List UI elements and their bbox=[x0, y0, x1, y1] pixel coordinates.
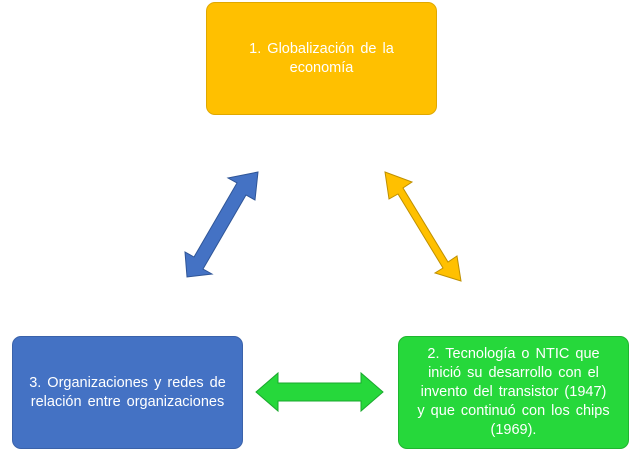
box-organizaciones-label: 3. Organizaciones y redes de relación en… bbox=[29, 374, 226, 410]
box-tecnologia-ntic: 2. Tecnología o NTIC que inició su desar… bbox=[398, 336, 629, 449]
arrow-globalizacion-tecnologia bbox=[384, 171, 462, 282]
box-globalizacion-label: 1. Globalización de la economía bbox=[249, 40, 394, 76]
box-organizaciones-redes: 3. Organizaciones y redes de relación en… bbox=[12, 336, 243, 449]
box-globalizacion-economia: 1. Globalización de la economía bbox=[206, 2, 437, 115]
arrow-tecnologia-organizaciones bbox=[255, 371, 384, 413]
arrow-globalizacion-organizaciones bbox=[184, 171, 259, 278]
box-tecnologia-label: 2. Tecnología o NTIC que inició su desar… bbox=[417, 346, 610, 438]
